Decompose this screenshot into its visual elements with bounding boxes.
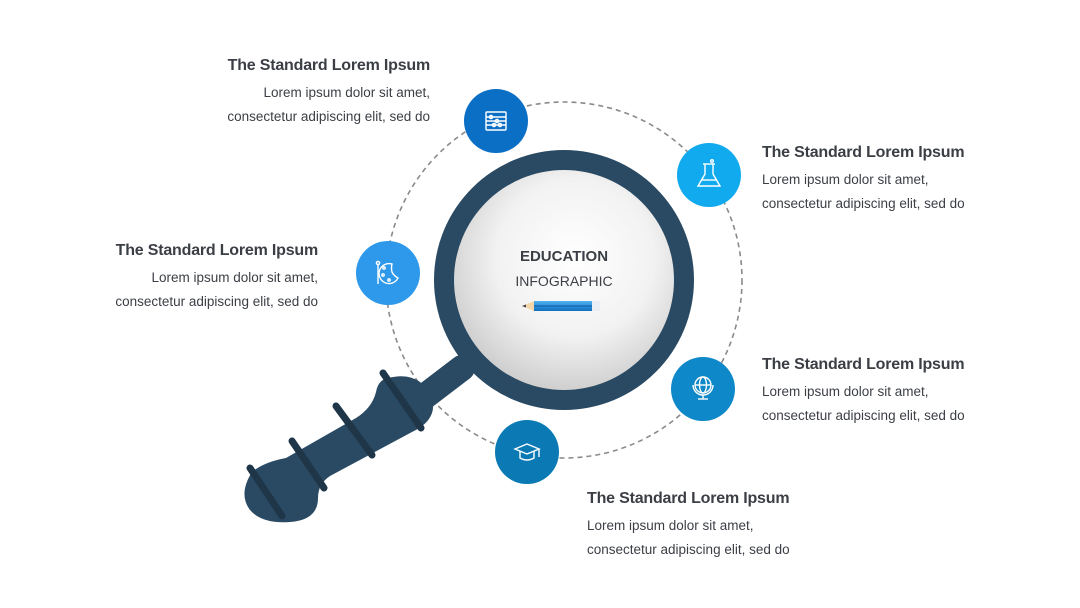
abacus-icon [485,111,507,131]
item-block-3: The Standard Lorem Ipsum Lorem ipsum dol… [115,241,318,314]
center-title: EDUCATION [519,248,609,265]
item-text-line: consectetur adipiscing elit, sed do [227,109,430,124]
magnifier-lens [454,170,674,390]
item-block-5: The Standard Lorem Ipsum Lorem ipsum dol… [587,489,790,562]
item-block-1: The Standard Lorem Ipsum Lorem ipsum dol… [227,56,430,129]
item-title: The Standard Lorem Ipsum [115,242,319,259]
item-text-line: Lorem ipsum dolor sit amet, [263,85,430,100]
item-title: The Standard Lorem Ipsum [587,490,790,507]
item-title: The Standard Lorem Ipsum [762,144,965,161]
magnifier-handle [244,355,475,523]
item-text-line: Lorem ipsum dolor sit amet, [762,172,929,187]
item-block-4: The Standard Lorem Ipsum Lorem ipsum dol… [762,355,965,428]
item-block-2: The Standard Lorem Ipsum Lorem ipsum dol… [762,143,965,216]
item-text-line: Lorem ipsum dolor sit amet, [151,270,318,285]
handle-band [332,402,376,459]
item-text-line: consectetur adipiscing elit, sed do [115,294,318,309]
handle-band [246,464,286,520]
item-circle-5 [495,420,559,484]
handle-band [379,369,425,432]
item-circle-4 [671,357,735,421]
item-title: The Standard Lorem Ipsum [762,356,965,373]
graduation-cap-icon [513,443,541,461]
item-text-line: Lorem ipsum dolor sit amet, [762,384,929,399]
pencil-icon [522,301,600,311]
item-text-line: consectetur adipiscing elit, sed do [762,196,965,211]
item-text-line: consectetur adipiscing elit, sed do [762,408,965,423]
globe-icon [692,376,714,400]
handle-band [288,437,328,492]
item-circle-2 [677,143,741,207]
palette-icon [375,260,399,285]
item-text-line: Lorem ipsum dolor sit amet, [587,518,754,533]
flask-icon [696,158,722,187]
item-title: The Standard Lorem Ipsum [227,57,431,74]
center-subtitle: INFOGRAPHIC [515,273,613,289]
item-circle-3 [356,241,420,305]
item-text-line: consectetur adipiscing elit, sed do [587,542,790,557]
item-circle-1 [464,89,528,153]
